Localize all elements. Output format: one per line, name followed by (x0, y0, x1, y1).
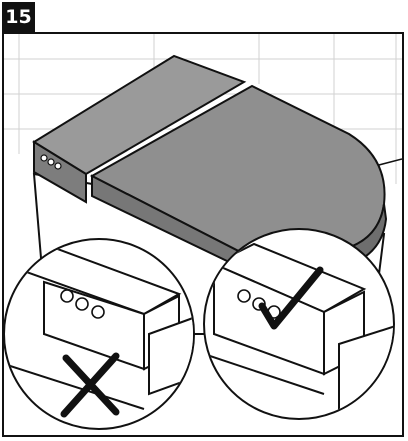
control-button-dot (40, 154, 48, 162)
control-button-dot (47, 158, 55, 166)
step-number-badge: 15 (2, 2, 35, 32)
control-button-dot (60, 289, 74, 303)
cross-icon (60, 352, 120, 418)
checkmark-icon (258, 266, 324, 330)
step-number: 15 (5, 6, 32, 28)
control-module (32, 54, 247, 204)
control-button-dot (75, 297, 89, 311)
control-button-dot (91, 305, 105, 319)
control-button-dot (54, 162, 62, 170)
instruction-illustration-frame (2, 32, 404, 437)
control-button-dot (237, 289, 251, 303)
toilet-illustration (4, 34, 402, 430)
